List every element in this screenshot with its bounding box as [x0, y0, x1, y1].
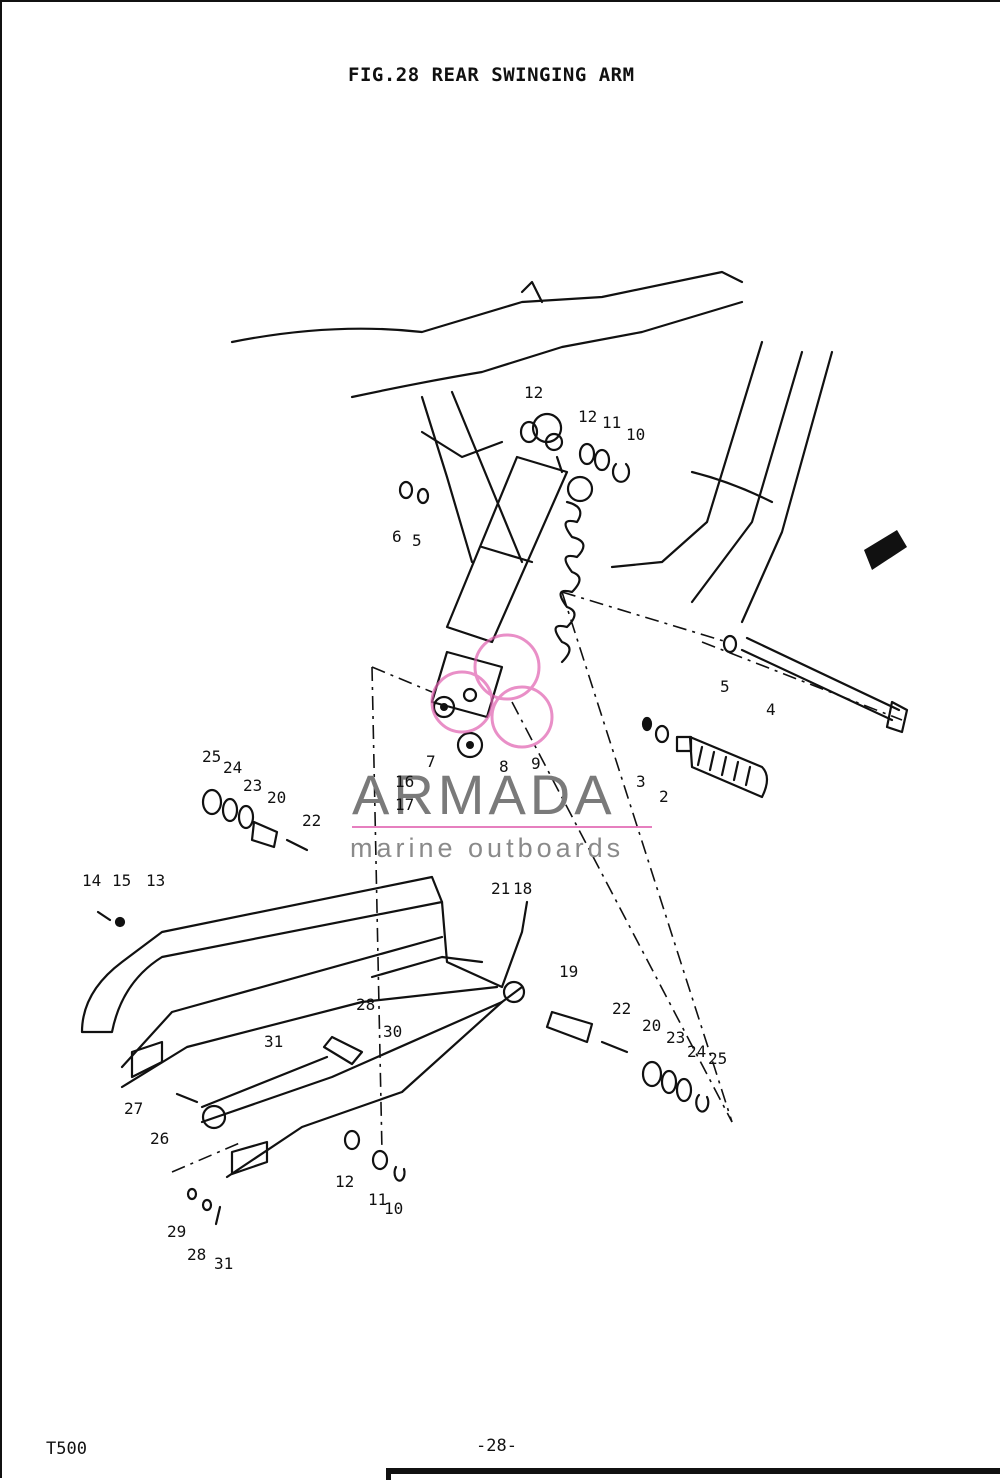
callout: 12 [578, 407, 597, 426]
front-arrow-icon [864, 530, 907, 570]
watermark-brand: ARMADA [352, 763, 616, 826]
watermark-tagline: marine outboards [350, 833, 624, 863]
pivot-bolt [722, 634, 909, 734]
callout: 9 [531, 754, 541, 773]
callout: 25 [708, 1049, 727, 1068]
callout: 14 [82, 871, 101, 890]
bottom-rule-tick [386, 1468, 391, 1480]
callout: 16 [395, 772, 414, 791]
callout: 28 [356, 995, 375, 1014]
callout: 25 [202, 747, 221, 766]
watermark-logo-icon [430, 633, 554, 749]
assembly-lines [171, 591, 903, 1173]
callout: 20 [267, 788, 286, 807]
callout: 8 [499, 757, 509, 776]
callout: 15 [112, 871, 131, 890]
callout: 10 [384, 1199, 403, 1218]
callout: 24 [687, 1042, 706, 1061]
top-washers [398, 420, 631, 505]
callout: 3 [636, 772, 646, 791]
swinging-arm [80, 875, 529, 1179]
callout: 26 [150, 1129, 169, 1148]
figure-title: FIG.28 REAR SWINGING ARM [348, 64, 635, 86]
callout: 22 [612, 999, 631, 1018]
footrest [641, 716, 769, 799]
callout: 19 [559, 962, 578, 981]
callout: 10 [626, 425, 645, 444]
callout: 18 [513, 879, 532, 898]
callout: 20 [642, 1016, 661, 1035]
callout: 5 [412, 531, 422, 550]
callout: 2 [659, 787, 669, 806]
frame-outline [230, 270, 834, 624]
callout: 31 [264, 1032, 283, 1051]
callout: 23 [243, 776, 262, 795]
callout: 13 [146, 871, 165, 890]
callout: 12 [335, 1172, 354, 1191]
watermark: ARMADA marine outboards [350, 633, 652, 863]
callout: 5 [720, 677, 730, 696]
callout: 28 [187, 1245, 206, 1264]
callout: 6 [392, 527, 402, 546]
callout: 7 [426, 752, 436, 771]
rear-shock-absorber [430, 412, 594, 759]
lower-small-parts [96, 910, 406, 1226]
page-number: -28- [476, 1436, 517, 1456]
callout: 21 [491, 879, 510, 898]
right-pivot-bushings [545, 1010, 710, 1113]
callout: 11 [368, 1190, 387, 1209]
model-label: T500 [46, 1439, 87, 1459]
callout: 27 [124, 1099, 143, 1118]
callout: 17 [395, 795, 414, 814]
left-pivot-bushings [201, 788, 309, 852]
callout: 30 [383, 1022, 402, 1041]
callout: 22 [302, 811, 321, 830]
callout: 23 [666, 1028, 685, 1047]
callout-labels: 12 12 11 10 6 5 5 4 7 8 9 3 2 25 24 23 2… [82, 383, 776, 1273]
callout: 31 [214, 1254, 233, 1273]
callout: 12 [524, 383, 543, 402]
callout: 24 [223, 758, 242, 777]
callout: 4 [766, 700, 776, 719]
callout: 29 [167, 1222, 186, 1241]
bottom-rule [386, 1468, 1000, 1474]
callout: 11 [602, 413, 621, 432]
